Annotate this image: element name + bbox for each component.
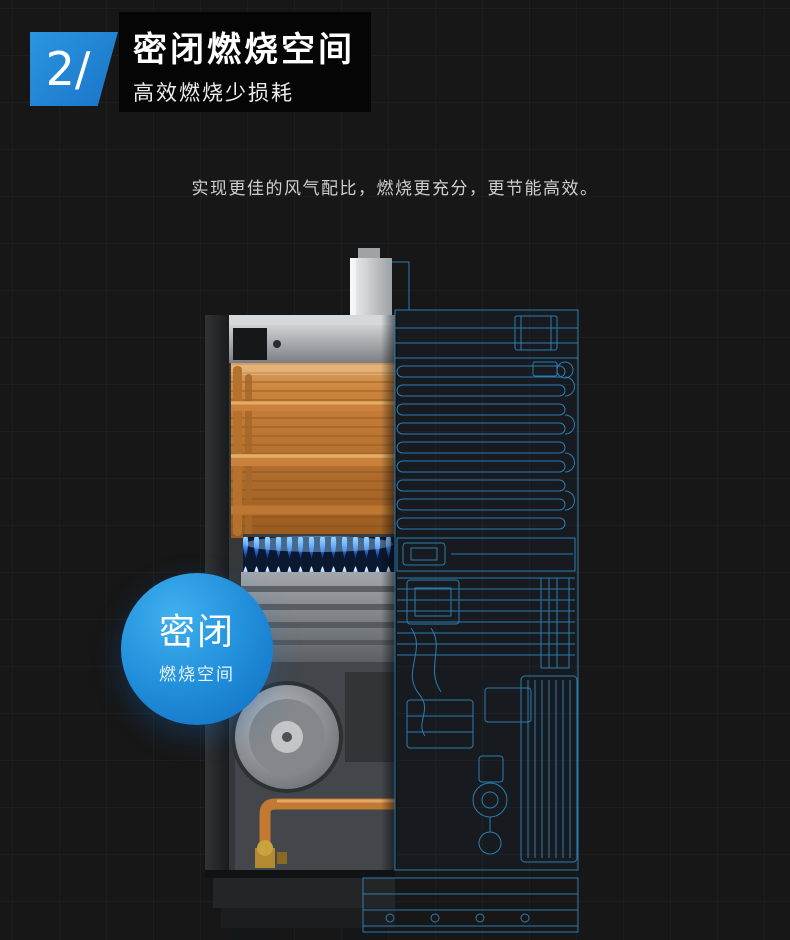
callout-subtitle: 燃烧空间 [159,665,235,686]
title-box: 密闭燃烧空间 高效燃烧少损耗 [119,12,371,112]
page-subtitle: 高效燃烧少损耗 [133,81,294,106]
flue-pipe-icon [350,248,392,320]
blueprint-wireframe-half [362,261,579,933]
callout-title: 密闭 [158,611,235,653]
step-number: 2/ [45,42,91,96]
sealed-combustion-callout-badge: 密闭 燃烧空间 [121,573,273,725]
heater-base [213,878,395,940]
page-title: 密闭燃烧空间 [133,30,355,70]
feature-description: 实现更佳的风气配比，燃烧更充分，更节能高效。 [191,179,599,199]
step-number-badge: 2/ [30,32,118,106]
water-heater-cutaway-illustration [205,248,579,940]
realistic-cutaway-half [205,315,397,878]
